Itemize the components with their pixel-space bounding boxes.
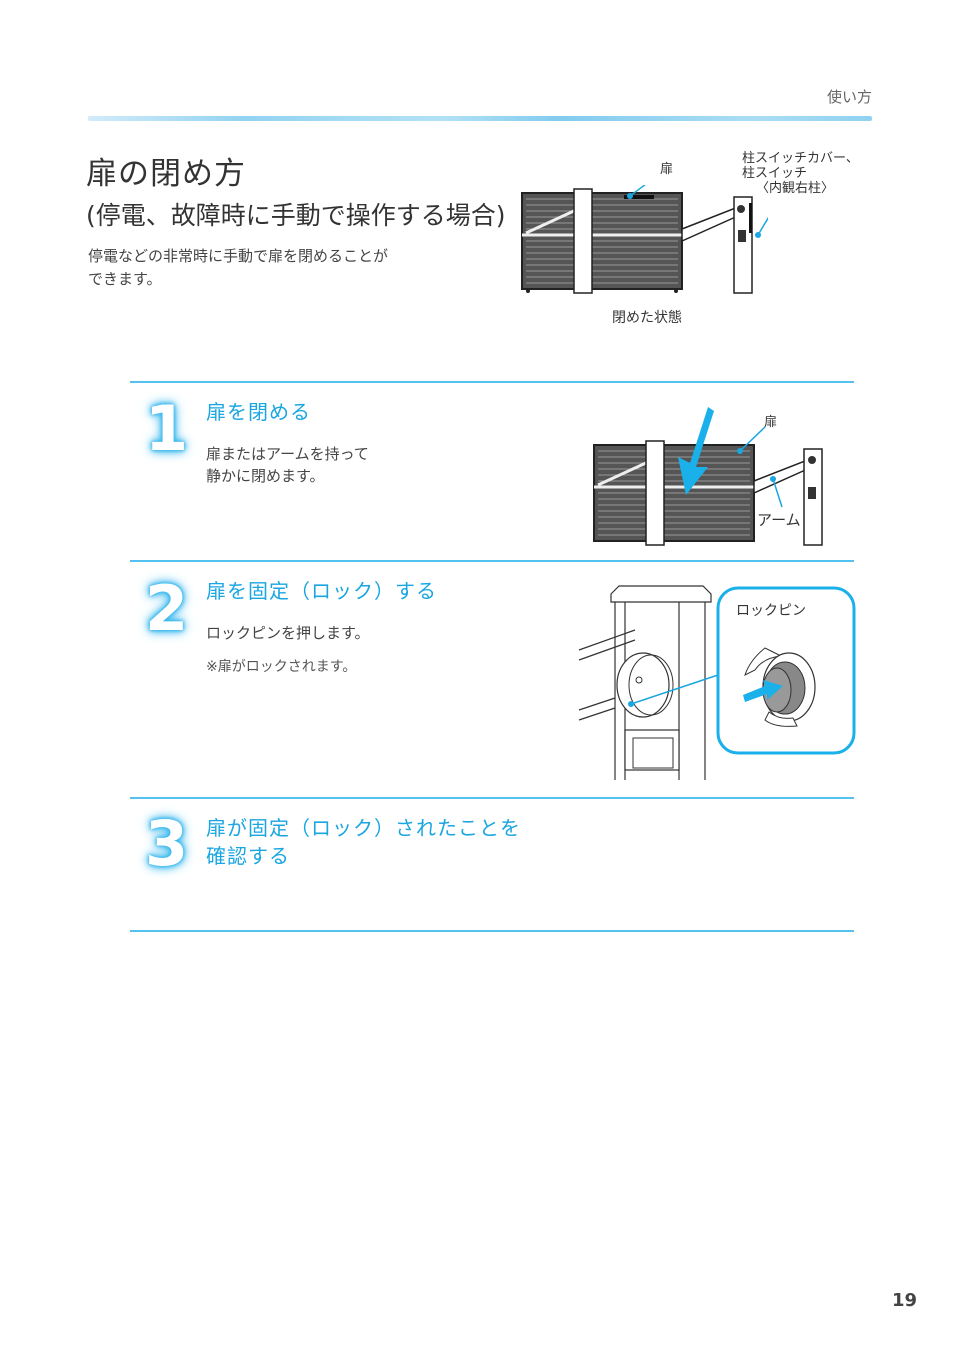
intro-line-1: 停電などの非常時に手動で扉を閉めることが: [88, 247, 389, 265]
overview-gate-figure: [518, 174, 777, 300]
step-1-body-line-2: 静かに閉めます。: [206, 467, 325, 485]
gate-closed-illustration: [521, 174, 777, 294]
step-2-body: ロックピンを押します。: [206, 624, 370, 642]
page-subtitle: (停電、故障時に手動で操作する場合): [86, 201, 506, 230]
step-1-divider: [130, 381, 854, 383]
step-2-note: ※扉がロックされます。: [206, 659, 357, 675]
lockpin-illustration: [578, 585, 856, 780]
step-3-bottom-divider: [130, 930, 854, 932]
callout-switch-line-3: 〈内観右柱〉: [756, 181, 835, 196]
step-2-number: 2: [145, 572, 189, 645]
step-1-title: 扉を閉める: [206, 400, 311, 424]
callout-door: 扉: [660, 162, 674, 177]
gate-closing-illustration: [593, 407, 823, 546]
intro-description: 停電などの非常時に手動で扉を閉めることが できます。: [88, 245, 448, 291]
step-1-figure: [590, 405, 830, 550]
step-1-callout-arm: アーム: [757, 511, 801, 529]
step-3-divider: [130, 797, 854, 799]
step-2-figure: [575, 580, 860, 785]
callout-switch-line-1: 柱スイッチカバー、: [742, 151, 859, 166]
page-number: 19: [892, 1290, 918, 1311]
step-1-callout-door: 扉: [764, 415, 778, 430]
overview-caption: 閉めた状態: [612, 310, 682, 326]
section-label: 使い方: [826, 88, 872, 106]
step-3-title-line-2: 確認する: [206, 844, 290, 868]
step-1-number: 1: [145, 392, 189, 465]
page-title: 扉の閉め方: [86, 156, 246, 192]
step-2-title: 扉を固定（ロック）する: [206, 579, 437, 603]
callout-switch: 柱スイッチカバー、 柱スイッチ 〈内観右柱〉: [742, 151, 859, 196]
step-1-body-line-1: 扉またはアームを持って: [206, 445, 369, 463]
step-3-number: 3: [145, 807, 189, 880]
callout-switch-line-2: 柱スイッチ: [742, 166, 808, 181]
step-2-divider: [130, 560, 854, 562]
header-divider: [88, 116, 872, 121]
intro-line-2: できます。: [88, 270, 162, 288]
step-3-title: 扉が固定（ロック）されたことを 確認する: [206, 814, 521, 870]
step-1-body: 扉またはアームを持って 静かに閉めます。: [206, 443, 369, 487]
step-2-callout-lockpin: ロックピン: [736, 603, 806, 619]
step-3-title-line-1: 扉が固定（ロック）されたことを: [206, 816, 521, 840]
